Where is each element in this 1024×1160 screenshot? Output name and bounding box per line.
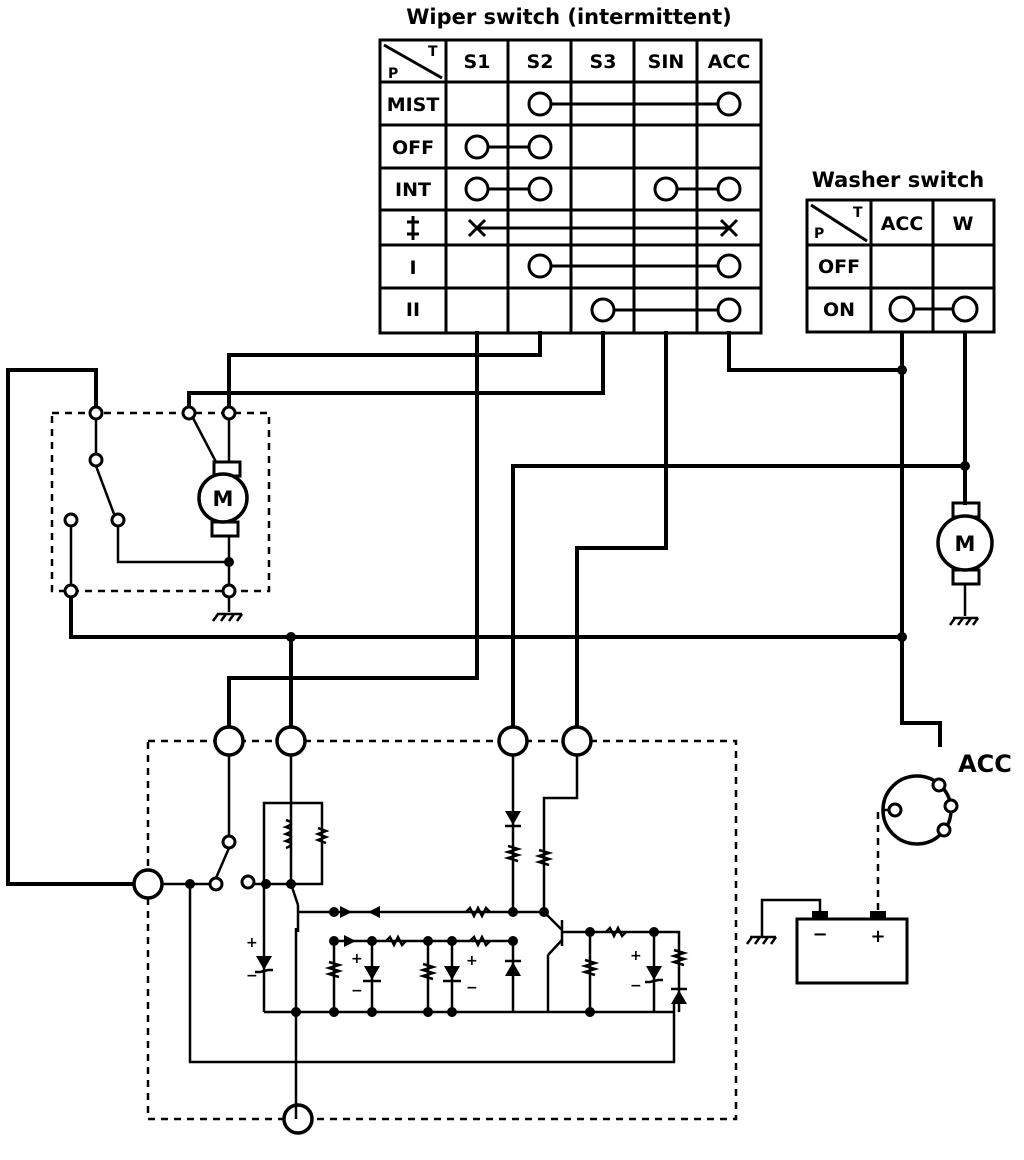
wiper-row-ii: II bbox=[406, 299, 420, 321]
washer-row-off: OFF bbox=[818, 256, 860, 278]
washer-col-acc: ACC bbox=[881, 213, 924, 235]
wiper-row-mist: MIST bbox=[387, 94, 440, 116]
wiring bbox=[6, 331, 970, 886]
washer-switch-title: Washer switch bbox=[812, 168, 984, 192]
polarity-plus-3: + bbox=[466, 953, 478, 969]
polarity-plus-4: + bbox=[630, 948, 642, 964]
intermittent-relay-unit: + − + − + − + − bbox=[132, 725, 738, 1135]
wiper-row-wash-symbol bbox=[407, 216, 419, 240]
wiper-row-off: OFF bbox=[392, 137, 434, 159]
washer-motor-assembly: M bbox=[936, 501, 994, 626]
washer-row-on: ON bbox=[823, 299, 855, 321]
wiper-row-int: INT bbox=[395, 179, 431, 201]
wiper-col-s2: S2 bbox=[527, 51, 554, 73]
battery-positive: + bbox=[870, 926, 885, 947]
wiper-col-sin: SIN bbox=[648, 51, 685, 73]
wiper-corner-p: P bbox=[388, 66, 398, 82]
washer-motor-label: M bbox=[955, 532, 976, 556]
polarity-plus: + bbox=[246, 935, 258, 951]
wiper-switch-connections bbox=[464, 91, 742, 323]
wiper-col-s1: S1 bbox=[464, 51, 491, 73]
polarity-plus-2: + bbox=[351, 951, 363, 967]
battery-negative: − bbox=[812, 924, 827, 945]
wiper-motor-label: M bbox=[213, 487, 234, 511]
wiper-corner-t: T bbox=[428, 44, 438, 60]
washer-switch-connections bbox=[888, 295, 979, 323]
polarity-minus-3: − bbox=[466, 980, 478, 996]
washer-corner-p: P bbox=[814, 226, 824, 242]
wiper-motor-assembly: M bbox=[50, 405, 271, 622]
battery: − + bbox=[745, 898, 909, 985]
polarity-minus-2: − bbox=[351, 983, 363, 999]
ignition-switch: ACC bbox=[876, 750, 1012, 916]
washer-col-w: W bbox=[953, 213, 974, 235]
washer-switch-table: Washer switch T P ACC W OFF ON bbox=[805, 168, 996, 334]
wiper-col-acc: ACC bbox=[708, 51, 751, 73]
wiper-row-i: I bbox=[409, 257, 416, 279]
ignition-label: ACC bbox=[958, 750, 1012, 778]
polarity-minus-4: − bbox=[630, 978, 642, 994]
polarity-minus: − bbox=[246, 968, 258, 984]
wiper-switch-title: Wiper switch (intermittent) bbox=[406, 5, 732, 29]
wiper-col-s3: S3 bbox=[590, 51, 617, 73]
washer-corner-t: T bbox=[853, 205, 863, 221]
wiper-switch-table: Wiper switch (intermittent) T P S1 S2 S3… bbox=[378, 5, 763, 335]
